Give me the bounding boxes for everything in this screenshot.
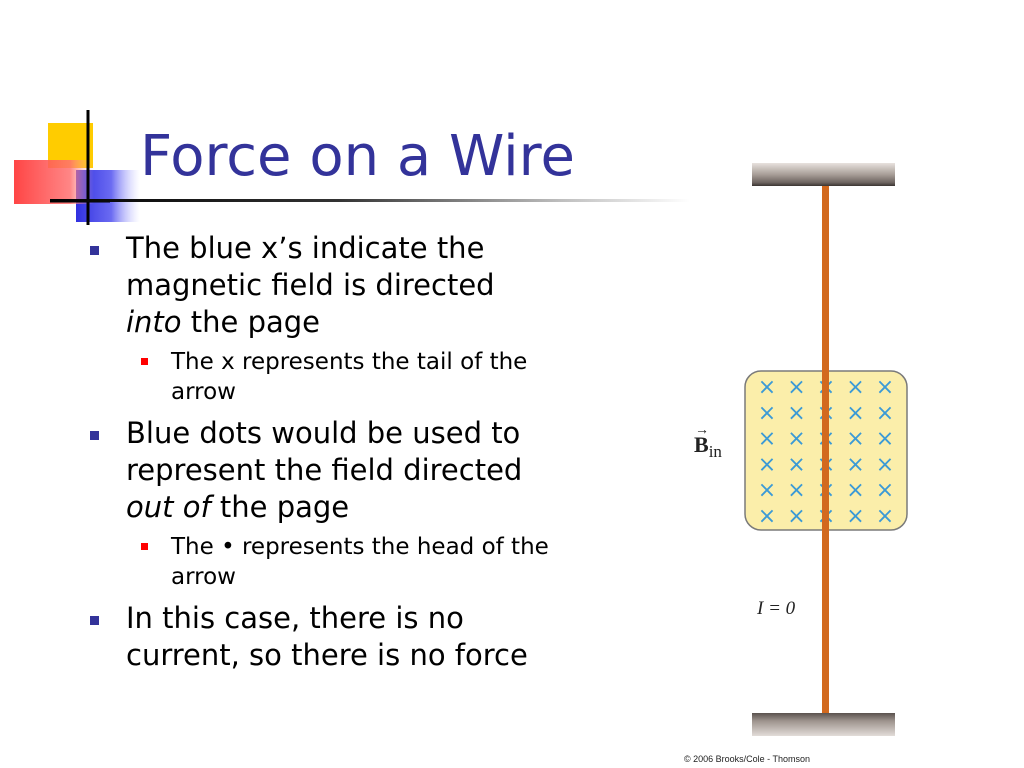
field-into-page-mark: × bbox=[846, 401, 864, 426]
sub-bullet-list: The • represents the head of the arrow bbox=[126, 532, 558, 592]
bullet-text: The blue x’s indicate the magnetic field… bbox=[126, 231, 495, 339]
sub-bullet-square-icon bbox=[141, 358, 148, 365]
sub-bullet-item: The • represents the head of the arrow bbox=[126, 532, 558, 592]
wire-field-figure: ×××××××××××××××××××××××××××××× → Bin I =… bbox=[694, 163, 908, 736]
sub-bullet-text: The • represents the head of the arrow bbox=[171, 534, 549, 590]
sub-bullet-item: The x represents the tail of the arrow bbox=[126, 347, 558, 407]
bullet-item: In this case, there is no current, so th… bbox=[88, 600, 558, 674]
field-label: B bbox=[694, 432, 709, 457]
field-into-page-mark: × bbox=[846, 427, 864, 452]
bullet-text: In this case, there is no current, so th… bbox=[126, 601, 528, 672]
sub-bullet-text: The x represents the tail of the arrow bbox=[171, 349, 527, 405]
field-into-page-mark: × bbox=[758, 452, 776, 477]
text-run: The x represents the tail of the arrow bbox=[171, 349, 528, 405]
bullet-square-icon bbox=[90, 431, 99, 440]
field-into-page-mark: × bbox=[787, 452, 805, 477]
bottom-support-plate bbox=[752, 713, 895, 736]
text-run: the page bbox=[210, 490, 350, 524]
field-into-page-mark: × bbox=[876, 504, 894, 529]
wire bbox=[822, 186, 829, 713]
field-vector-arrow: → bbox=[695, 423, 709, 438]
field-into-page-mark: × bbox=[787, 427, 805, 452]
field-into-page-mark: × bbox=[758, 427, 776, 452]
text-run: In this case, there is no current, so th… bbox=[126, 601, 528, 672]
text-run: Blue dots would be used to represent the… bbox=[126, 416, 523, 487]
title-underline bbox=[50, 199, 690, 202]
field-into-page-mark: × bbox=[758, 375, 776, 400]
decorative-logo bbox=[14, 110, 140, 225]
sub-bullet-list: The x represents the tail of the arrow bbox=[126, 347, 558, 407]
field-into-page-mark: × bbox=[876, 401, 894, 426]
current-label: I = 0 bbox=[756, 598, 796, 619]
bullet-list: The blue x’s indicate the magnetic field… bbox=[88, 230, 558, 682]
field-into-page-mark: × bbox=[876, 478, 894, 503]
field-into-page-mark: × bbox=[846, 478, 864, 503]
field-into-page-mark: × bbox=[846, 375, 864, 400]
svg-text:Bin: Bin bbox=[694, 432, 722, 461]
bullet-item: Blue dots would be used to represent the… bbox=[88, 415, 558, 592]
emphasis-text: out of bbox=[126, 490, 211, 524]
text-run: the page bbox=[181, 305, 321, 339]
field-into-page-mark: × bbox=[787, 504, 805, 529]
bullet-square-icon bbox=[90, 616, 99, 625]
field-into-page-mark: × bbox=[758, 401, 776, 426]
field-into-page-mark: × bbox=[876, 375, 894, 400]
text-run: The blue x’s indicate the magnetic field… bbox=[126, 231, 495, 302]
bullet-square-icon bbox=[90, 246, 99, 255]
field-into-page-mark: × bbox=[758, 478, 776, 503]
figure-credit: © 2006 Brooks/Cole - Thomson bbox=[684, 754, 811, 764]
bullet-text: Blue dots would be used to represent the… bbox=[126, 416, 522, 524]
text-run: The • represents the head of the arrow bbox=[171, 534, 549, 590]
logo-red-square bbox=[14, 160, 94, 204]
top-support-plate bbox=[752, 163, 895, 186]
field-into-page-mark: × bbox=[787, 478, 805, 503]
field-subscript: in bbox=[709, 442, 723, 461]
slide-title: Force on a Wire bbox=[140, 124, 575, 189]
field-into-page-mark: × bbox=[846, 452, 864, 477]
field-into-page-mark: × bbox=[758, 504, 776, 529]
bullet-item: The blue x’s indicate the magnetic field… bbox=[88, 230, 558, 407]
field-into-page-mark: × bbox=[876, 452, 894, 477]
field-into-page-mark: × bbox=[787, 375, 805, 400]
field-into-page-mark: × bbox=[787, 401, 805, 426]
emphasis-text: into bbox=[126, 305, 182, 339]
field-into-page-mark: × bbox=[876, 427, 894, 452]
sub-bullet-square-icon bbox=[141, 543, 148, 550]
field-into-page-mark: × bbox=[846, 504, 864, 529]
